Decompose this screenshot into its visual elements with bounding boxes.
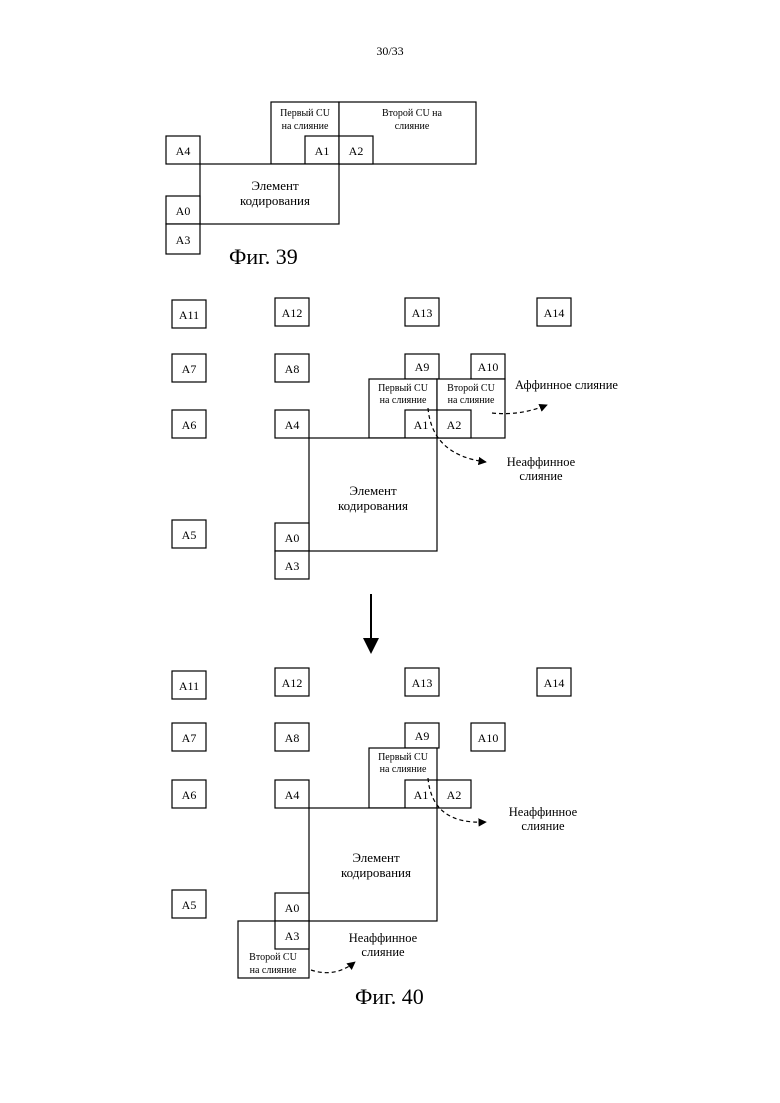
block-a12-label: A12 xyxy=(282,676,303,690)
block-a6-label: A6 xyxy=(182,418,197,432)
nonaffine-label-1: Неаффинное xyxy=(507,455,576,469)
block-a10-label: A10 xyxy=(478,731,499,745)
block-a2-label: A2 xyxy=(447,418,462,432)
first-cu-label-2: на слияние xyxy=(380,764,427,775)
block-a10-label: A10 xyxy=(478,360,499,374)
coding-unit-label-2: кодирования xyxy=(240,193,310,208)
block-a2-label: A2 xyxy=(447,788,462,802)
block-a1-label: A1 xyxy=(315,144,330,158)
second-cu-label-1: Второй CU xyxy=(447,383,495,394)
first-cu-label-2: на слияние xyxy=(380,395,427,406)
transition-arrow xyxy=(363,594,379,654)
nonaffine-label-2a: Неаффинное xyxy=(349,931,418,945)
block-a4-label: A4 xyxy=(285,418,300,432)
first-cu-label-1: Первый CU xyxy=(280,108,331,119)
block-a13-label: A13 xyxy=(412,306,433,320)
coding-unit-label-1: Элемент xyxy=(352,850,400,865)
nonaffine-label-2: слияние xyxy=(519,469,563,483)
block-a8-label: A8 xyxy=(285,731,300,745)
block-a4-label: A4 xyxy=(176,144,191,158)
block-a14-label: A14 xyxy=(544,676,565,690)
fig39-caption: Фиг. 39 xyxy=(229,244,298,270)
block-a12-label: A12 xyxy=(282,306,303,320)
block-a1-label: A1 xyxy=(414,788,429,802)
first-cu-label-2: на слияние xyxy=(282,121,329,132)
block-a11-label: A11 xyxy=(179,679,199,693)
second-cu-label-1: Второй CU xyxy=(249,952,297,963)
block-a0-label: A0 xyxy=(285,531,300,545)
affine-merge-label: Аффинное слияние xyxy=(515,378,618,392)
block-a13-label: A13 xyxy=(412,676,433,690)
block-a8-label: A8 xyxy=(285,362,300,376)
coding-unit-label-1: Элемент xyxy=(251,178,299,193)
block-a6-label: A6 xyxy=(182,788,197,802)
block-a11-label: A11 xyxy=(179,308,199,322)
nonaffine-label-2b: слияние xyxy=(361,945,405,959)
block-a1-label: A1 xyxy=(414,418,429,432)
first-cu-label-1: Первый CU xyxy=(378,752,429,763)
block-a7-label: A7 xyxy=(182,731,197,745)
block-a3-label: A3 xyxy=(285,929,300,943)
block-a9-label: A9 xyxy=(415,360,430,374)
fig40-top-diagram: A11 A12 A13 A14 A7 A8 A9 A10 Первый CU н… xyxy=(172,298,618,579)
coding-unit-label-2: кодирования xyxy=(341,865,411,880)
nonaffine-label-1b: слияние xyxy=(521,819,565,833)
second-cu-label-2: на слияние xyxy=(448,395,495,406)
block-a5-label: A5 xyxy=(182,898,197,912)
coding-unit-label-2: кодирования xyxy=(338,498,408,513)
block-a14-label: A14 xyxy=(544,306,565,320)
nonaffine-merge-arrow-2 xyxy=(311,962,355,973)
first-cu-label-1: Первый CU xyxy=(378,383,429,394)
block-a3-label: A3 xyxy=(176,233,191,247)
block-a3-label: A3 xyxy=(285,559,300,573)
fig40-bottom-diagram: A11 A12 A13 A14 A7 A8 A9 A10 Первый CU н… xyxy=(172,668,578,978)
block-a0-label: A0 xyxy=(285,901,300,915)
nonaffine-label-1a: Неаффинное xyxy=(509,805,578,819)
block-a0-label: A0 xyxy=(176,204,191,218)
block-a9-label: A9 xyxy=(415,729,430,743)
coding-unit-label-1: Элемент xyxy=(349,483,397,498)
block-a4-label: A4 xyxy=(285,788,300,802)
second-cu-label-2: на слияние xyxy=(250,965,297,976)
second-cu-label-2: слияние xyxy=(395,121,430,132)
block-a7-label: A7 xyxy=(182,362,197,376)
second-cu-label-1: Второй CU на xyxy=(382,108,443,119)
fig39-diagram: Первый CU на слияние Второй CU на слияни… xyxy=(166,102,476,254)
block-a5-label: A5 xyxy=(182,528,197,542)
fig40-caption: Фиг. 40 xyxy=(355,984,424,1010)
block-a2-label: A2 xyxy=(349,144,364,158)
